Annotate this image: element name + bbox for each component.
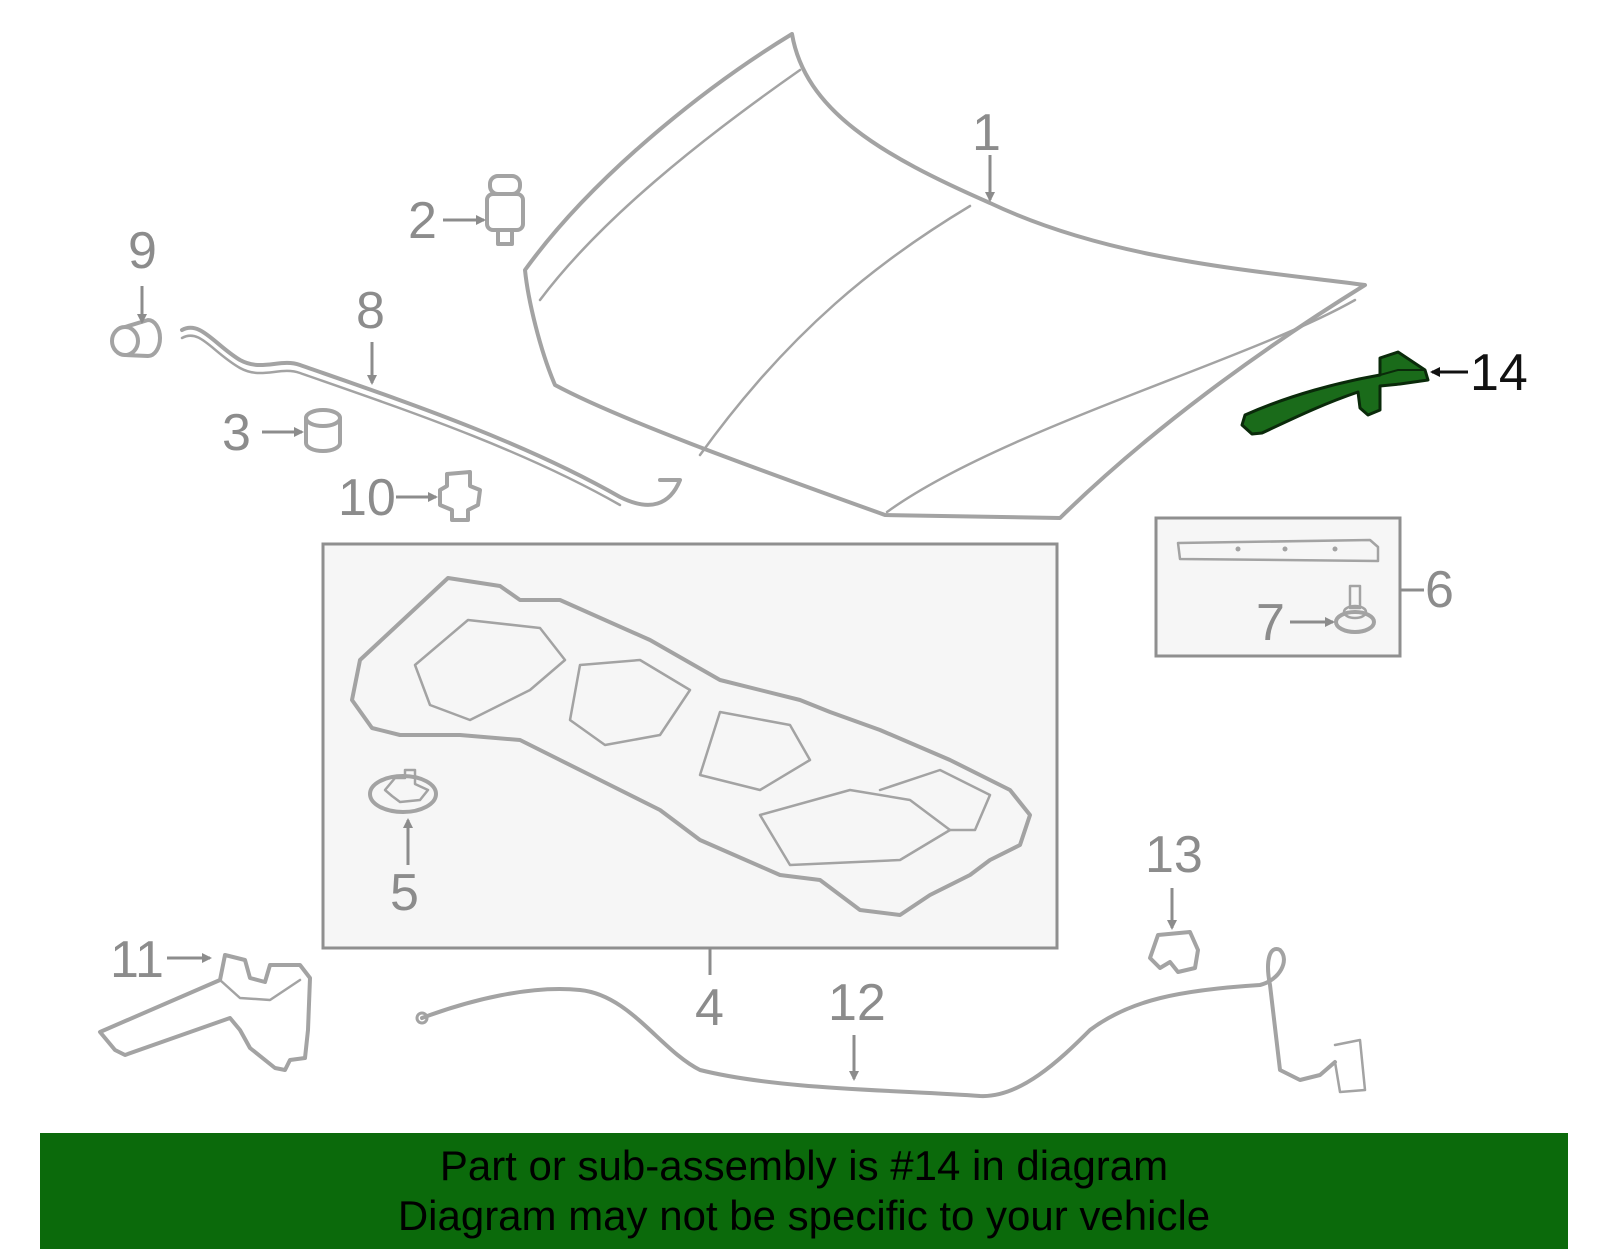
callout-9: 9	[128, 222, 157, 280]
callout-4: 4	[695, 979, 724, 1037]
clip-part-5	[368, 768, 438, 814]
insulator-box	[321, 542, 1059, 950]
callout-10: 10	[338, 469, 396, 527]
prop-rod-part-8	[180, 325, 682, 507]
clip-part-13	[1148, 930, 1200, 974]
clip-part-10	[438, 470, 482, 522]
callout-7: 7	[1256, 594, 1285, 652]
grommet-part-9	[110, 318, 162, 358]
release-cable-part-12	[415, 947, 1367, 1099]
latch-part-11	[98, 953, 312, 1072]
callout-14-highlighted: 14	[1470, 344, 1528, 402]
hood-part	[523, 32, 1367, 520]
bumper-part-2	[485, 174, 525, 246]
hinge-bracket-part-14	[1240, 350, 1430, 436]
highlight-part-shape	[1240, 350, 1430, 436]
callout-12: 12	[828, 974, 886, 1032]
callout-1: 1	[972, 104, 1001, 162]
callout-11: 11	[110, 931, 164, 989]
leader-lines	[137, 155, 1468, 1081]
insulator-part-4	[350, 576, 1032, 917]
callout-labels: 1 2 3 4 5 6 7 8 9 10 11 12 13 14	[110, 104, 1528, 1037]
callout-13: 13	[1145, 826, 1203, 884]
callout-2: 2	[408, 192, 437, 250]
info-banner: Part or sub-assembly is #14 in diagram D…	[40, 1133, 1568, 1249]
callout-5: 5	[390, 864, 419, 922]
banner-line-2: Diagram may not be specific to your vehi…	[397, 1192, 1211, 1239]
banner-line-1: Part or sub-assembly is #14 in diagram	[439, 1142, 1169, 1189]
plug-part-3	[304, 408, 342, 453]
callout-8: 8	[356, 282, 385, 340]
seal-part-6	[1176, 538, 1380, 563]
bolt-part-7	[1334, 584, 1376, 634]
callout-6: 6	[1425, 561, 1454, 619]
callout-3: 3	[222, 404, 251, 462]
